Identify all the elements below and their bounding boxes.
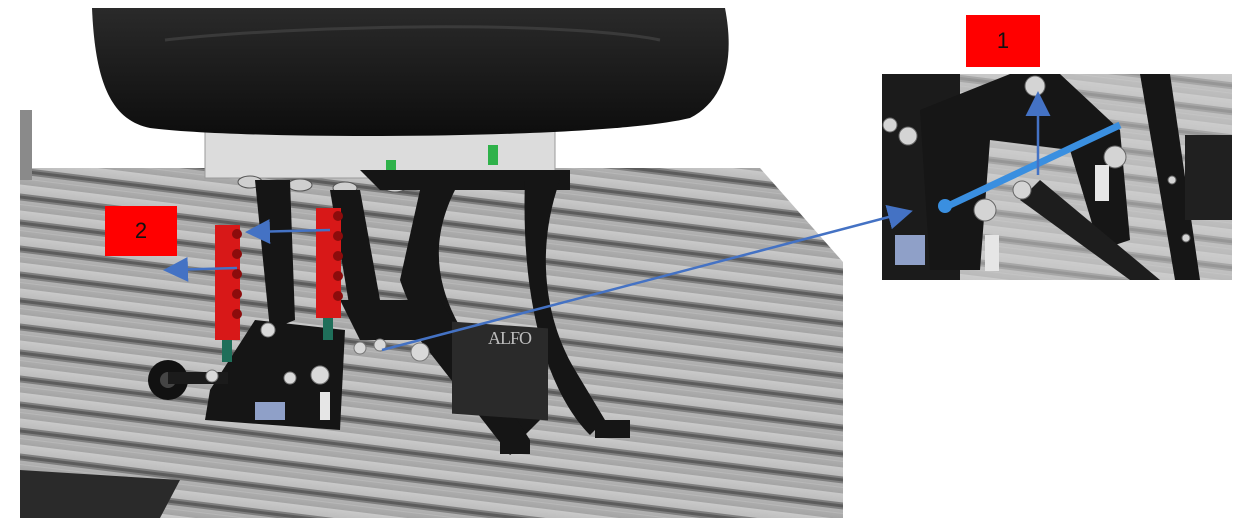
anchor-red-icon (215, 208, 343, 362)
wall-edge (20, 110, 32, 180)
callout-arrow-2a (245, 219, 331, 244)
brand-logo-text: ALFO (488, 328, 532, 348)
green-bolt (488, 145, 498, 165)
mount-frame (205, 170, 630, 455)
pins (205, 322, 430, 385)
brand-plate (452, 321, 548, 421)
connector-arrow (381, 204, 913, 352)
inset-detail (882, 74, 1232, 280)
reflector (255, 402, 285, 420)
callout-label-1: 1 (966, 15, 1040, 67)
highlight-rod (948, 121, 1122, 209)
seat-icon (92, 8, 729, 137)
main-render (20, 8, 843, 518)
floor-panel (20, 470, 180, 518)
cam-lever (320, 392, 330, 420)
wheel-icon (148, 360, 228, 400)
callout-label-2: 2 (105, 206, 177, 256)
callout-arrow-2b (163, 256, 238, 282)
